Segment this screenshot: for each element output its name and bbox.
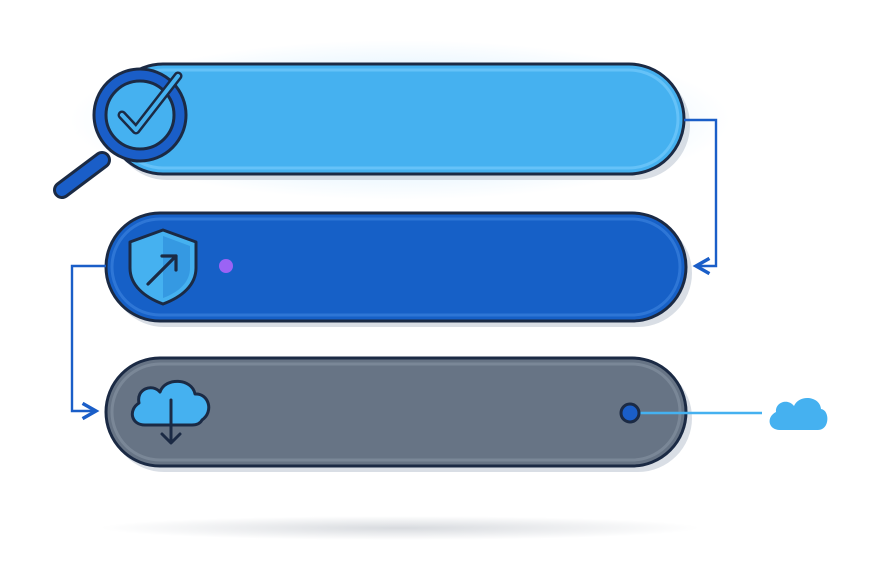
step-search xyxy=(106,62,690,180)
step-secure xyxy=(104,211,692,327)
cloud-icon xyxy=(769,398,828,430)
cloud-download-icon xyxy=(130,379,211,445)
step-secure-highlight xyxy=(110,217,682,317)
connector-secure-to-download xyxy=(70,264,106,421)
step-search-bar xyxy=(106,62,686,176)
accent-dot xyxy=(219,259,233,273)
step-download xyxy=(104,356,692,472)
floor-shadow xyxy=(100,516,700,540)
shield-arrow-icon xyxy=(128,228,198,306)
search-check-icon xyxy=(53,67,188,199)
connector-search-to-secure xyxy=(684,118,718,276)
connector-node xyxy=(619,402,641,424)
